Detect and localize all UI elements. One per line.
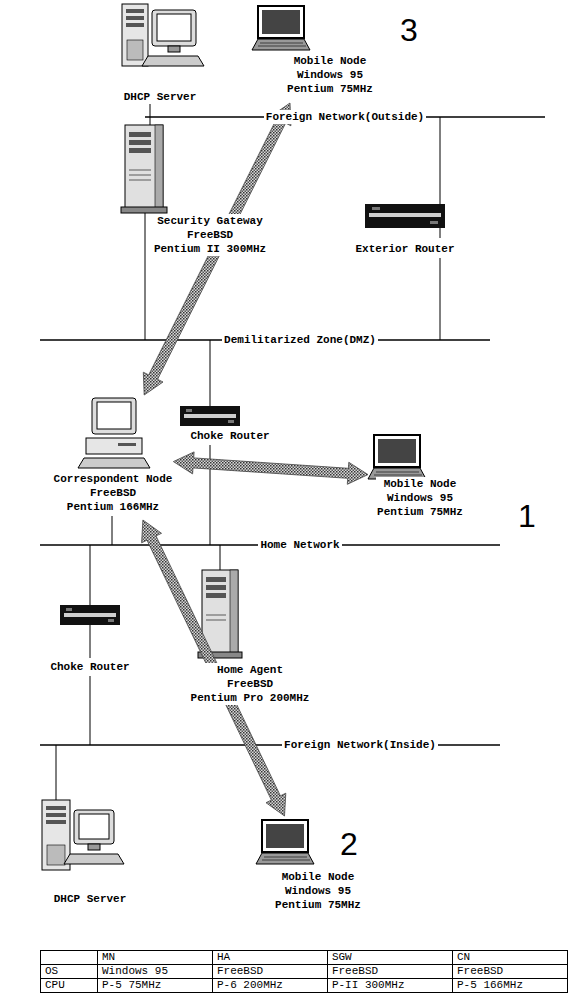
table-cell: CPU (41, 979, 98, 993)
table-cell: FreeBSD (212, 965, 327, 979)
table-row: OS Windows 95 FreeBSD FreeBSD FreeBSD (41, 965, 568, 979)
device-detail: Pentium 75MHz (286, 82, 374, 96)
table-text: P-II 300MHz (332, 979, 405, 991)
spec-table: MN HA SGW CN OS Windows 95 FreeBSD FreeBSD FreeB… (40, 950, 568, 993)
mobile-node: Mobile NodeWindows 95Pentium 75MHz (250, 3, 380, 103)
table-text: FreeBSD (217, 965, 263, 977)
label-stack: Security GatewayFreeBSDPentium II 300MHz (153, 214, 267, 256)
device-name: Choke Router (189, 429, 270, 443)
label-stack: Mobile NodeWindows 95Pentium 75MHz (376, 477, 464, 519)
table-text: CN (457, 951, 470, 963)
device-name: DHCP Server (53, 892, 128, 906)
device-detail: FreeBSD (153, 228, 267, 242)
label-stack: Mobile NodeWindows 95Pentium 75MHz (274, 870, 362, 912)
table-cell: CN (453, 951, 568, 965)
table-cell: Windows 95 (98, 965, 213, 979)
table-text: FreeBSD (457, 965, 503, 977)
device-detail: FreeBSD (53, 486, 174, 500)
device-name: Mobile Node (376, 477, 464, 491)
table-cell: P-5 166MHz (453, 979, 568, 993)
table-row: CPU P-5 75MHz P-6 200MHz P-II 300MHz P-5 166… (41, 979, 568, 993)
host-node: Correspondent NodeFreeBSDPentium 166MHz (53, 395, 174, 520)
callout-number: 3 (400, 14, 418, 46)
gateway-node: Security GatewayFreeBSDPentium II 300MHz (115, 120, 270, 256)
callout-number: 1 (518, 500, 536, 532)
table-cell: HA (212, 951, 327, 965)
mobile-node: Mobile NodeWindows 95Pentium 75MHz (368, 433, 468, 523)
device-detail: Pentium 75MHz (376, 505, 464, 519)
table-text: P-5 166MHz (457, 979, 523, 991)
table-text: Windows 95 (102, 965, 168, 977)
device-name: Mobile Node (286, 54, 374, 68)
device-detail: Pentium 75MHz (274, 898, 362, 912)
table-cell (41, 951, 98, 965)
hatched-arrow (173, 452, 368, 484)
label-stack: Home AgentFreeBSDPentium Pro 200MHz (190, 663, 311, 705)
device-name: Exterior Router (354, 242, 455, 256)
table-text: P-6 200MHz (217, 979, 283, 991)
label-stack: Choke Router (189, 429, 270, 443)
device-detail: Windows 95 (376, 491, 464, 505)
table-cell: OS (41, 965, 98, 979)
table-cell: P-5 75MHz (98, 979, 213, 993)
label-stack: DHCP Server (53, 892, 128, 906)
device-detail: Windows 95 (286, 68, 374, 82)
router-node: Choke Router (49, 602, 130, 676)
label-stack: Mobile NodeWindows 95Pentium 75MHz (286, 54, 374, 96)
label-stack: Correspondent NodeFreeBSDPentium 166MHz (53, 472, 174, 514)
network-label: Demilitarized Zone(DMZ) (222, 333, 378, 347)
table-text: P-5 75MHz (102, 979, 161, 991)
table-cell: MN (98, 951, 213, 965)
table-cell: SGW (327, 951, 452, 965)
server-node: DHCP Server (38, 797, 127, 909)
device-name: Correspondent Node (53, 472, 174, 486)
callout-number: 2 (340, 828, 358, 860)
device-name: Mobile Node (274, 870, 362, 884)
table-text: OS (45, 965, 58, 977)
table-text: CPU (45, 979, 65, 991)
network-label: Foreign Network(Inside) (282, 738, 438, 752)
device-name: Choke Router (49, 660, 130, 674)
table-row: MN HA SGW CN (41, 951, 568, 965)
table-text: FreeBSD (332, 965, 378, 977)
label-stack: Choke Router (49, 660, 130, 674)
table-cell: FreeBSD (453, 965, 568, 979)
device-detail: Windows 95 (274, 884, 362, 898)
server-node: DHCP Server (115, 2, 205, 106)
label-stack: DHCP Server (123, 90, 198, 104)
network-label: Foreign Network(Outside) (264, 110, 426, 124)
device-name: Security Gateway (153, 214, 267, 228)
agent-node: Home AgentFreeBSDPentium Pro 200MHz (190, 566, 311, 708)
table-cell: FreeBSD (327, 965, 452, 979)
table-cell: P-II 300MHz (327, 979, 452, 993)
table-text: HA (217, 951, 230, 963)
table-text: MN (102, 951, 115, 963)
label-stack: Exterior Router (354, 242, 455, 256)
table-text: SGW (332, 951, 352, 963)
device-detail: Pentium Pro 200MHz (190, 691, 311, 705)
hatched-arrow (143, 103, 291, 395)
device-detail: FreeBSD (190, 677, 311, 691)
router-node: Exterior Router (354, 200, 455, 258)
table-cell: P-6 200MHz (212, 979, 327, 993)
router-node: Choke Router (178, 404, 271, 444)
device-name: Home Agent (190, 663, 311, 677)
device-detail: Pentium II 300MHz (153, 242, 267, 256)
device-name: DHCP Server (123, 90, 198, 104)
network-label: Home Network (258, 538, 341, 552)
device-detail: Pentium 166MHz (53, 500, 174, 514)
